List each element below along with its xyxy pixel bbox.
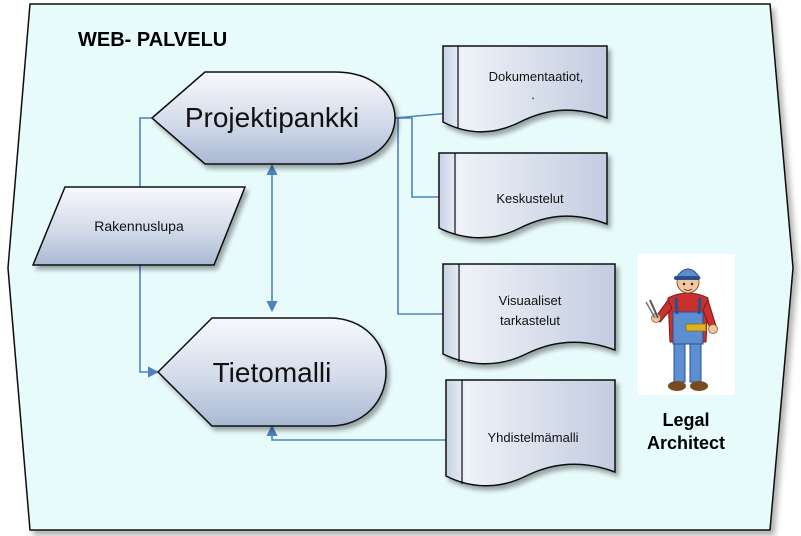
dokumentaatiot-label-2: . bbox=[531, 87, 535, 102]
dokumentaatiot-label: Dokumentaatiot, bbox=[489, 69, 584, 84]
connector-to-keskustelut bbox=[395, 117, 450, 198]
tietomalli-node bbox=[156, 317, 387, 427]
projektipankki-node bbox=[150, 71, 396, 165]
architect-illustration bbox=[638, 254, 735, 395]
connector-to-dokumentaatiot bbox=[394, 112, 451, 119]
projektipankki-label: Projektipankki bbox=[185, 102, 359, 133]
rakennuslupa-node bbox=[31, 186, 247, 266]
character-label-1: Legal bbox=[662, 410, 709, 430]
connectors bbox=[139, 112, 451, 441]
document-visuaaliset bbox=[442, 263, 616, 365]
document-yhdistelmamalli bbox=[445, 379, 616, 487]
connector-rakennuslupa-tietomalli bbox=[139, 265, 160, 378]
document-keskustelut bbox=[438, 152, 608, 239]
visuaaliset-label-2: tarkastelut bbox=[500, 313, 560, 328]
keskustelut-label: Keskustelut bbox=[496, 191, 564, 206]
character-label-2: Architect bbox=[647, 433, 725, 453]
document-dokumentaatiot bbox=[442, 45, 608, 133]
tietomalli-label: Tietomalli bbox=[213, 357, 332, 388]
frame-title: WEB- PALVELU bbox=[78, 29, 227, 51]
connector-rakennuslupa-projektipankki bbox=[139, 117, 152, 187]
yhdistelmamalli-label: Yhdistelmämalli bbox=[487, 430, 578, 445]
connector-to-visuaaliset bbox=[395, 117, 446, 315]
connector-yhdistelmamalli-tietomalli bbox=[266, 424, 446, 441]
rakennuslupa-label: Rakennuslupa bbox=[94, 218, 184, 234]
visuaaliset-label-1: Visuaaliset bbox=[499, 293, 562, 308]
